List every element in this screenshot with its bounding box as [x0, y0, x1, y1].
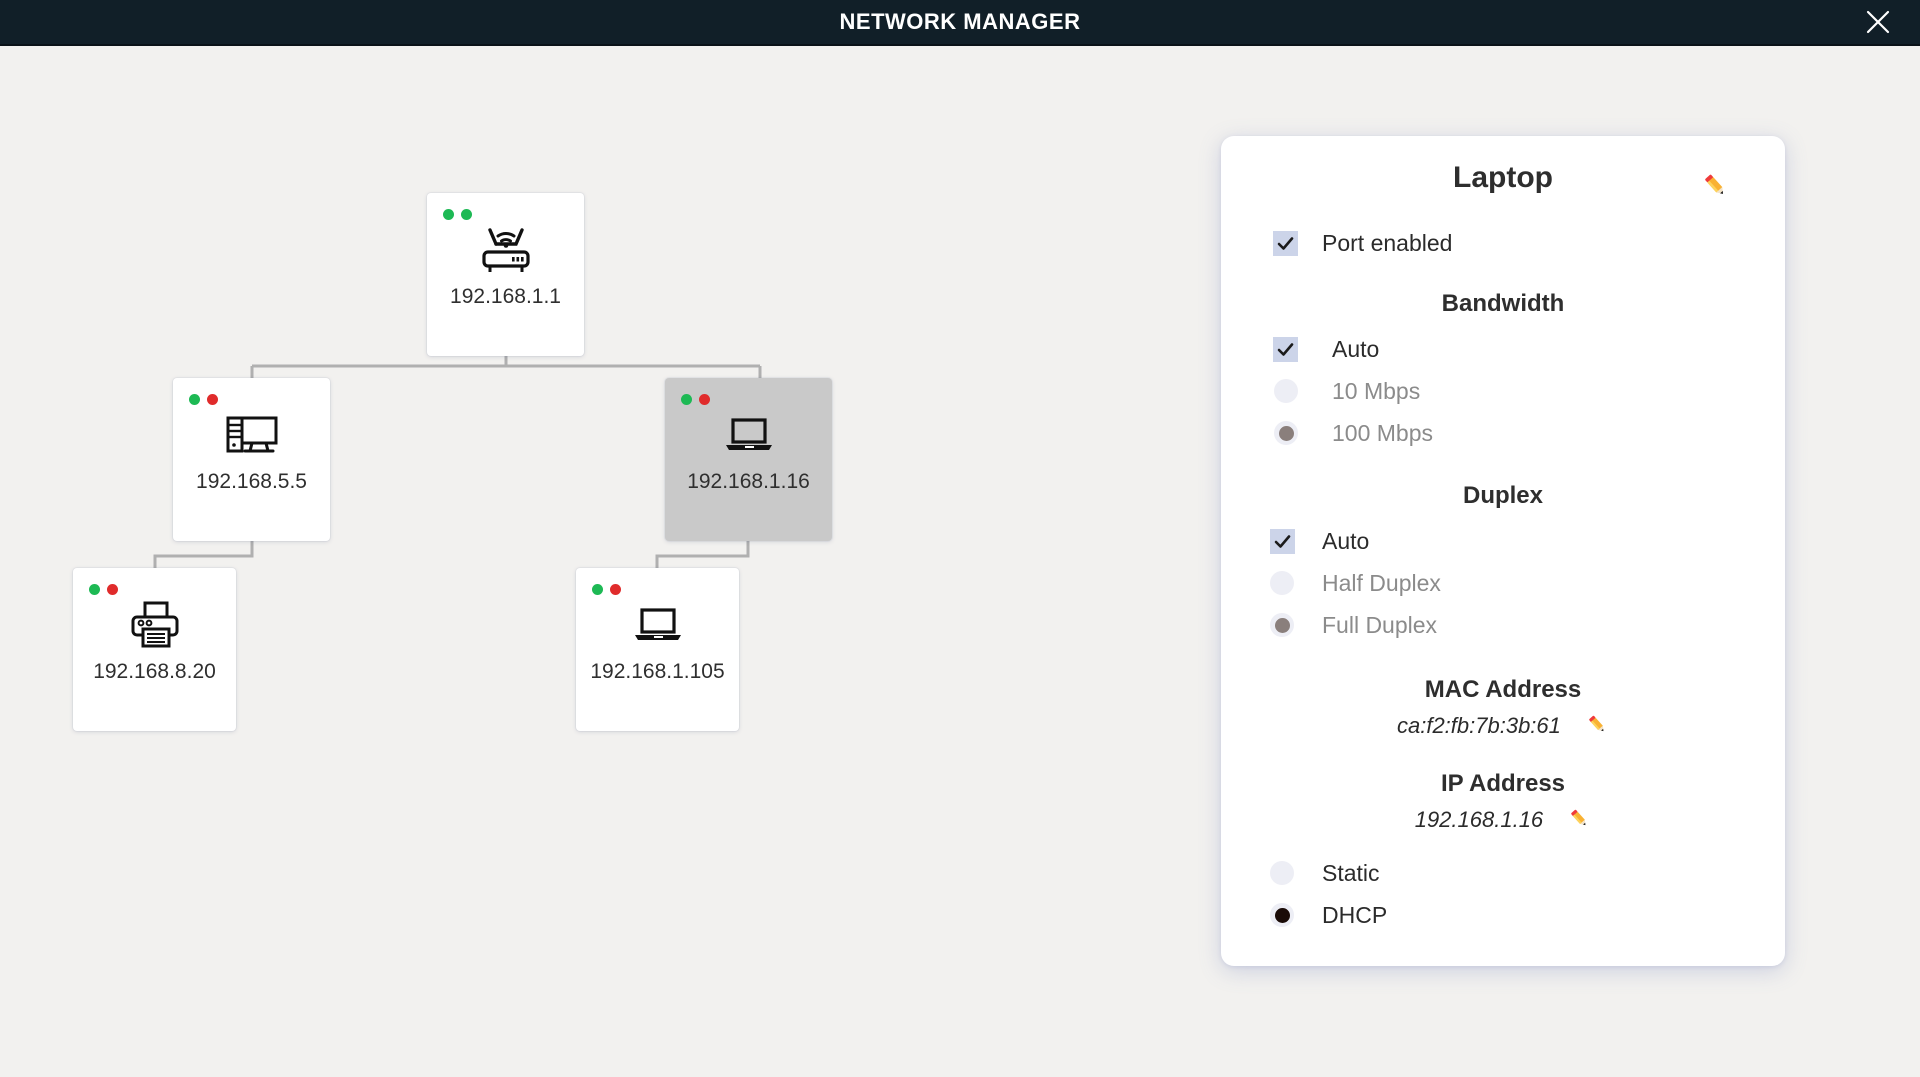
node-status-leds — [89, 584, 118, 595]
check-icon — [1276, 340, 1295, 359]
bandwidth-option-100mbps[interactable]: 100 Mbps — [1221, 412, 1785, 454]
panel-title: Laptop — [1453, 161, 1553, 194]
close-icon — [1864, 8, 1892, 36]
node-ip-label: 192.168.5.5 — [196, 470, 307, 493]
wifi-router-icon — [474, 221, 538, 279]
dhcp-label: DHCP — [1322, 901, 1388, 928]
duplex-auto-label: Auto — [1322, 527, 1370, 554]
status-led-green — [592, 584, 603, 595]
bandwidth-auto-checkbox[interactable] — [1273, 336, 1298, 362]
check-icon — [1276, 234, 1295, 253]
status-led-green — [189, 394, 200, 405]
status-led-red — [610, 584, 621, 595]
bandwidth-100mbps-radio[interactable] — [1274, 421, 1298, 445]
device-detail-panel: Laptop Port enabled Bandwid — [1221, 136, 1785, 966]
static-label: Static — [1322, 859, 1380, 886]
close-button[interactable] — [1858, 2, 1898, 42]
duplex-option-auto[interactable]: Auto — [1221, 520, 1785, 562]
bandwidth-10mbps-radio[interactable] — [1274, 379, 1298, 403]
radio-dot — [1274, 907, 1290, 923]
radio-dot — [1274, 617, 1290, 633]
laptop-icon — [626, 596, 690, 654]
duplex-auto-checkbox[interactable] — [1270, 528, 1295, 554]
addressing-option-dhcp[interactable]: DHCP — [1221, 894, 1785, 936]
topology-node-router[interactable]: 192.168.1.1 — [427, 193, 584, 356]
node-ip-label: 192.168.1.16 — [687, 470, 810, 493]
node-status-leds — [592, 584, 621, 595]
status-led-green — [443, 209, 454, 220]
ip-address-section-title: IP Address — [1440, 770, 1566, 797]
node-status-leds — [681, 394, 710, 405]
mac-address-value: ca:f2:fb:7b:3b:61 — [1396, 712, 1561, 738]
bandwidth-10mbps-label: 10 Mbps — [1332, 377, 1421, 404]
topology-node-laptop-selected[interactable]: 192.168.1.16 — [665, 378, 832, 541]
port-enabled-label: Port enabled — [1322, 229, 1453, 256]
dhcp-radio[interactable] — [1270, 903, 1294, 927]
status-led-red — [107, 584, 118, 595]
status-led-red — [699, 394, 710, 405]
topology-canvas: 192.168.1.1 192.168.5.5 — [0, 48, 1920, 1077]
desktop-computer-icon — [220, 406, 284, 464]
duplex-half-label: Half Duplex — [1322, 569, 1441, 596]
node-status-leds — [443, 209, 472, 220]
radio-dot — [1278, 425, 1294, 441]
ip-address-value: 192.168.1.16 — [1414, 806, 1544, 832]
mac-address-value-row: ca:f2:fb:7b:3b:61 — [1221, 712, 1785, 742]
status-led-green — [681, 394, 692, 405]
edit-ip-pencil-icon[interactable] — [1567, 809, 1591, 835]
duplex-full-radio[interactable] — [1270, 613, 1294, 637]
node-status-leds — [189, 394, 218, 405]
duplex-option-full[interactable]: Full Duplex — [1221, 604, 1785, 646]
laptop-icon — [717, 406, 781, 464]
bandwidth-section-title: Bandwidth — [1441, 290, 1565, 317]
duplex-full-label: Full Duplex — [1322, 611, 1438, 638]
port-enabled-checkbox[interactable] — [1273, 230, 1298, 256]
node-ip-label: 192.168.1.1 — [450, 285, 561, 308]
static-radio[interactable] — [1270, 861, 1294, 885]
edit-name-pencil-icon[interactable] — [1700, 170, 1730, 200]
panel-header: Laptop — [1221, 136, 1785, 220]
ip-address-value-row: 192.168.1.16 — [1221, 806, 1785, 836]
bandwidth-option-10mbps[interactable]: 10 Mbps — [1221, 370, 1785, 412]
printer-icon — [123, 596, 187, 654]
radio-dot — [1275, 576, 1290, 591]
check-icon — [1273, 532, 1292, 551]
mac-address-section-title: MAC Address — [1424, 676, 1582, 703]
node-ip-label: 192.168.8.20 — [93, 660, 216, 683]
topology-node-laptop-2[interactable]: 192.168.1.105 — [576, 568, 739, 731]
addressing-option-static[interactable]: Static — [1221, 852, 1785, 894]
window-title: NETWORK MANAGER — [839, 9, 1081, 34]
topology-node-desktop[interactable]: 192.168.5.5 — [173, 378, 330, 541]
duplex-option-half[interactable]: Half Duplex — [1221, 562, 1785, 604]
bandwidth-option-auto[interactable]: Auto — [1221, 328, 1785, 370]
status-led-green — [461, 209, 472, 220]
status-led-red — [207, 394, 218, 405]
topology-node-printer[interactable]: 192.168.8.20 — [73, 568, 236, 731]
bandwidth-100mbps-label: 100 Mbps — [1332, 419, 1434, 446]
duplex-half-radio[interactable] — [1270, 571, 1294, 595]
radio-dot — [1279, 384, 1294, 399]
node-ip-label: 192.168.1.105 — [590, 660, 725, 683]
duplex-section-title: Duplex — [1462, 482, 1543, 509]
radio-dot — [1275, 866, 1290, 881]
bandwidth-auto-label: Auto — [1332, 335, 1380, 362]
topology-edges — [153, 356, 762, 568]
port-enabled-row[interactable]: Port enabled — [1221, 222, 1785, 264]
window-titlebar: NETWORK MANAGER — [0, 0, 1920, 46]
edit-mac-pencil-icon[interactable] — [1585, 715, 1609, 741]
status-led-green — [89, 584, 100, 595]
